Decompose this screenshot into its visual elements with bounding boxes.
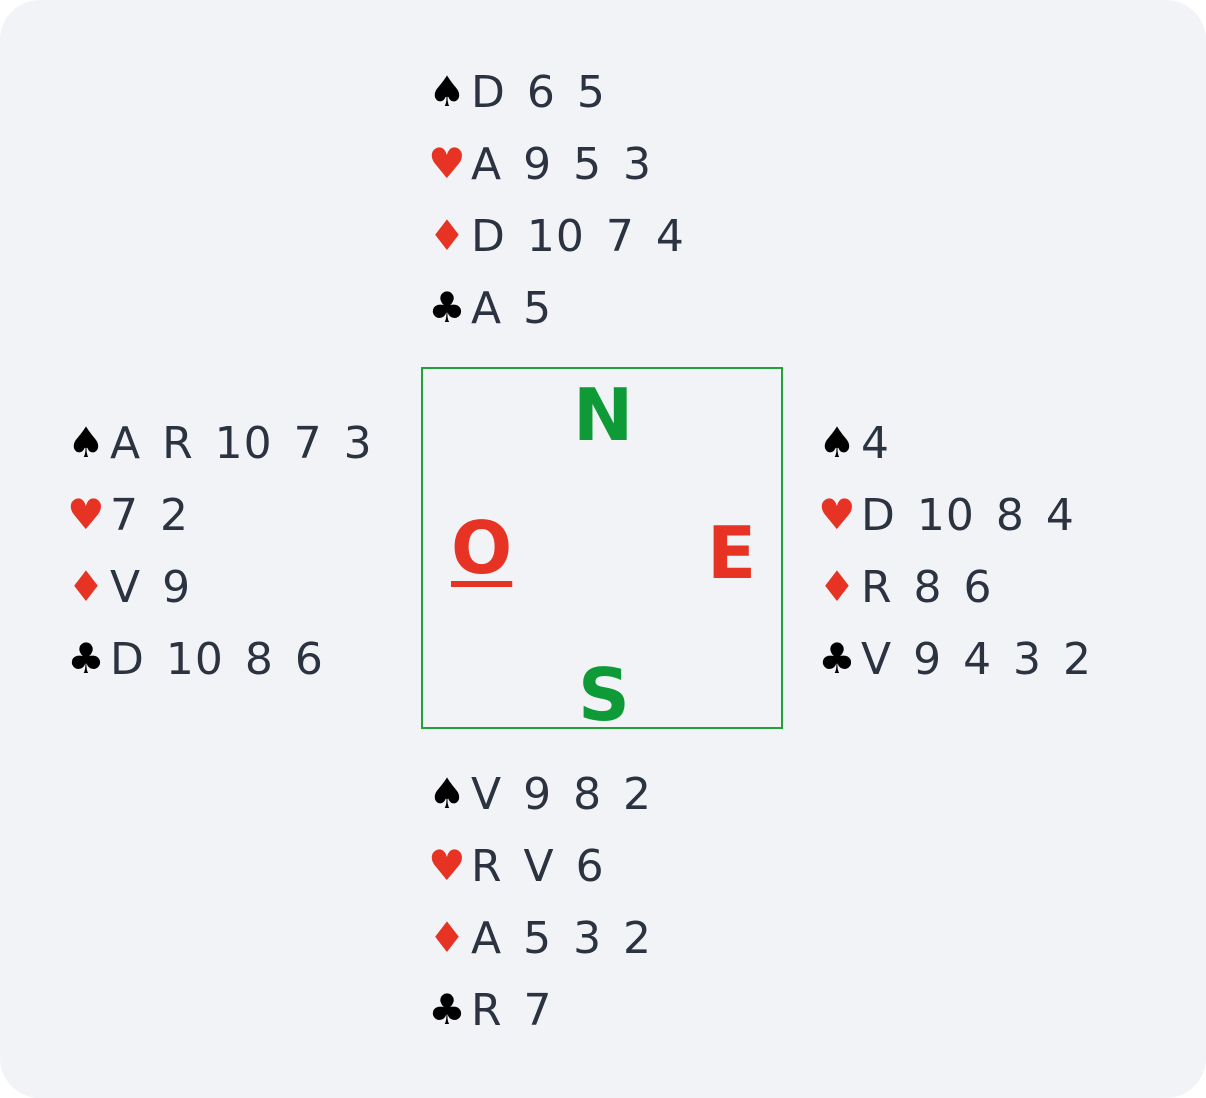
east-spades-row: ♠ 4 [817,407,1092,479]
diamond-icon: ♦ [818,562,856,611]
club-icon: ♣ [818,634,856,683]
south-clubs-row: ♣ R 7 [427,974,652,1046]
west-spades-row: ♠ A R 10 7 3 [66,407,373,479]
compass-box: N O E S [421,367,783,737]
heart-icon: ♥ [818,490,856,539]
north-clubs-cards: A 5 [471,282,553,334]
spade-icon: ♠ [428,67,466,116]
east-clubs-row: ♣ V 9 4 3 2 [817,623,1092,695]
south-clubs-cards: R 7 [471,984,553,1036]
north-hand: ♠ D 6 5 ♥ A 9 5 3 ♦ D 10 7 4 ♣ A 5 [427,56,685,344]
south-label: S [578,653,630,737]
west-label-dealer: O [451,506,513,590]
north-spades-row: ♠ D 6 5 [427,56,685,128]
east-diamonds-cards: R 8 6 [861,561,993,613]
club-icon: ♣ [67,634,105,683]
spade-icon: ♠ [818,418,856,467]
east-hearts-cards: D 10 8 4 [861,489,1075,541]
north-clubs-row: ♣ A 5 [427,272,685,344]
south-spades-row: ♠ V 9 8 2 [427,758,652,830]
south-diamonds-cards: A 5 3 2 [471,912,653,964]
east-label: E [707,511,757,595]
south-hand: ♠ V 9 8 2 ♥ R V 6 ♦ A 5 3 2 ♣ R 7 [427,758,652,1046]
club-icon: ♣ [428,283,466,332]
diamond-icon: ♦ [428,913,466,962]
west-clubs-row: ♣ D 10 8 6 [66,623,373,695]
west-clubs-cards: D 10 8 6 [110,633,324,685]
heart-icon: ♥ [428,841,466,890]
south-hearts-cards: R V 6 [471,840,605,892]
heart-icon: ♥ [67,490,105,539]
west-hand: ♠ A R 10 7 3 ♥ 7 2 ♦ V 9 ♣ D 10 8 6 [66,407,373,695]
diamond-icon: ♦ [67,562,105,611]
south-hearts-row: ♥ R V 6 [427,830,652,902]
north-hearts-cards: A 9 5 3 [471,138,653,190]
east-hearts-row: ♥ D 10 8 4 [817,479,1092,551]
east-diamonds-row: ♦ R 8 6 [817,551,1092,623]
spade-icon: ♠ [428,769,466,818]
west-diamonds-cards: V 9 [110,561,192,613]
west-diamonds-row: ♦ V 9 [66,551,373,623]
north-spades-cards: D 6 5 [471,66,606,118]
east-spades-cards: 4 [861,417,890,469]
north-label: N [573,373,634,457]
east-clubs-cards: V 9 4 3 2 [861,633,1093,685]
west-hearts-row: ♥ 7 2 [66,479,373,551]
west-spades-cards: A R 10 7 3 [110,417,373,469]
north-diamonds-cards: D 10 7 4 [471,210,685,262]
east-hand: ♠ 4 ♥ D 10 8 4 ♦ R 8 6 ♣ V 9 4 3 2 [817,407,1092,695]
south-spades-cards: V 9 8 2 [471,768,653,820]
club-icon: ♣ [428,985,466,1034]
spade-icon: ♠ [67,418,105,467]
diamond-icon: ♦ [428,211,466,260]
north-hearts-row: ♥ A 9 5 3 [427,128,685,200]
west-hearts-cards: 7 2 [110,489,189,541]
north-diamonds-row: ♦ D 10 7 4 [427,200,685,272]
south-diamonds-row: ♦ A 5 3 2 [427,902,652,974]
heart-icon: ♥ [428,139,466,188]
